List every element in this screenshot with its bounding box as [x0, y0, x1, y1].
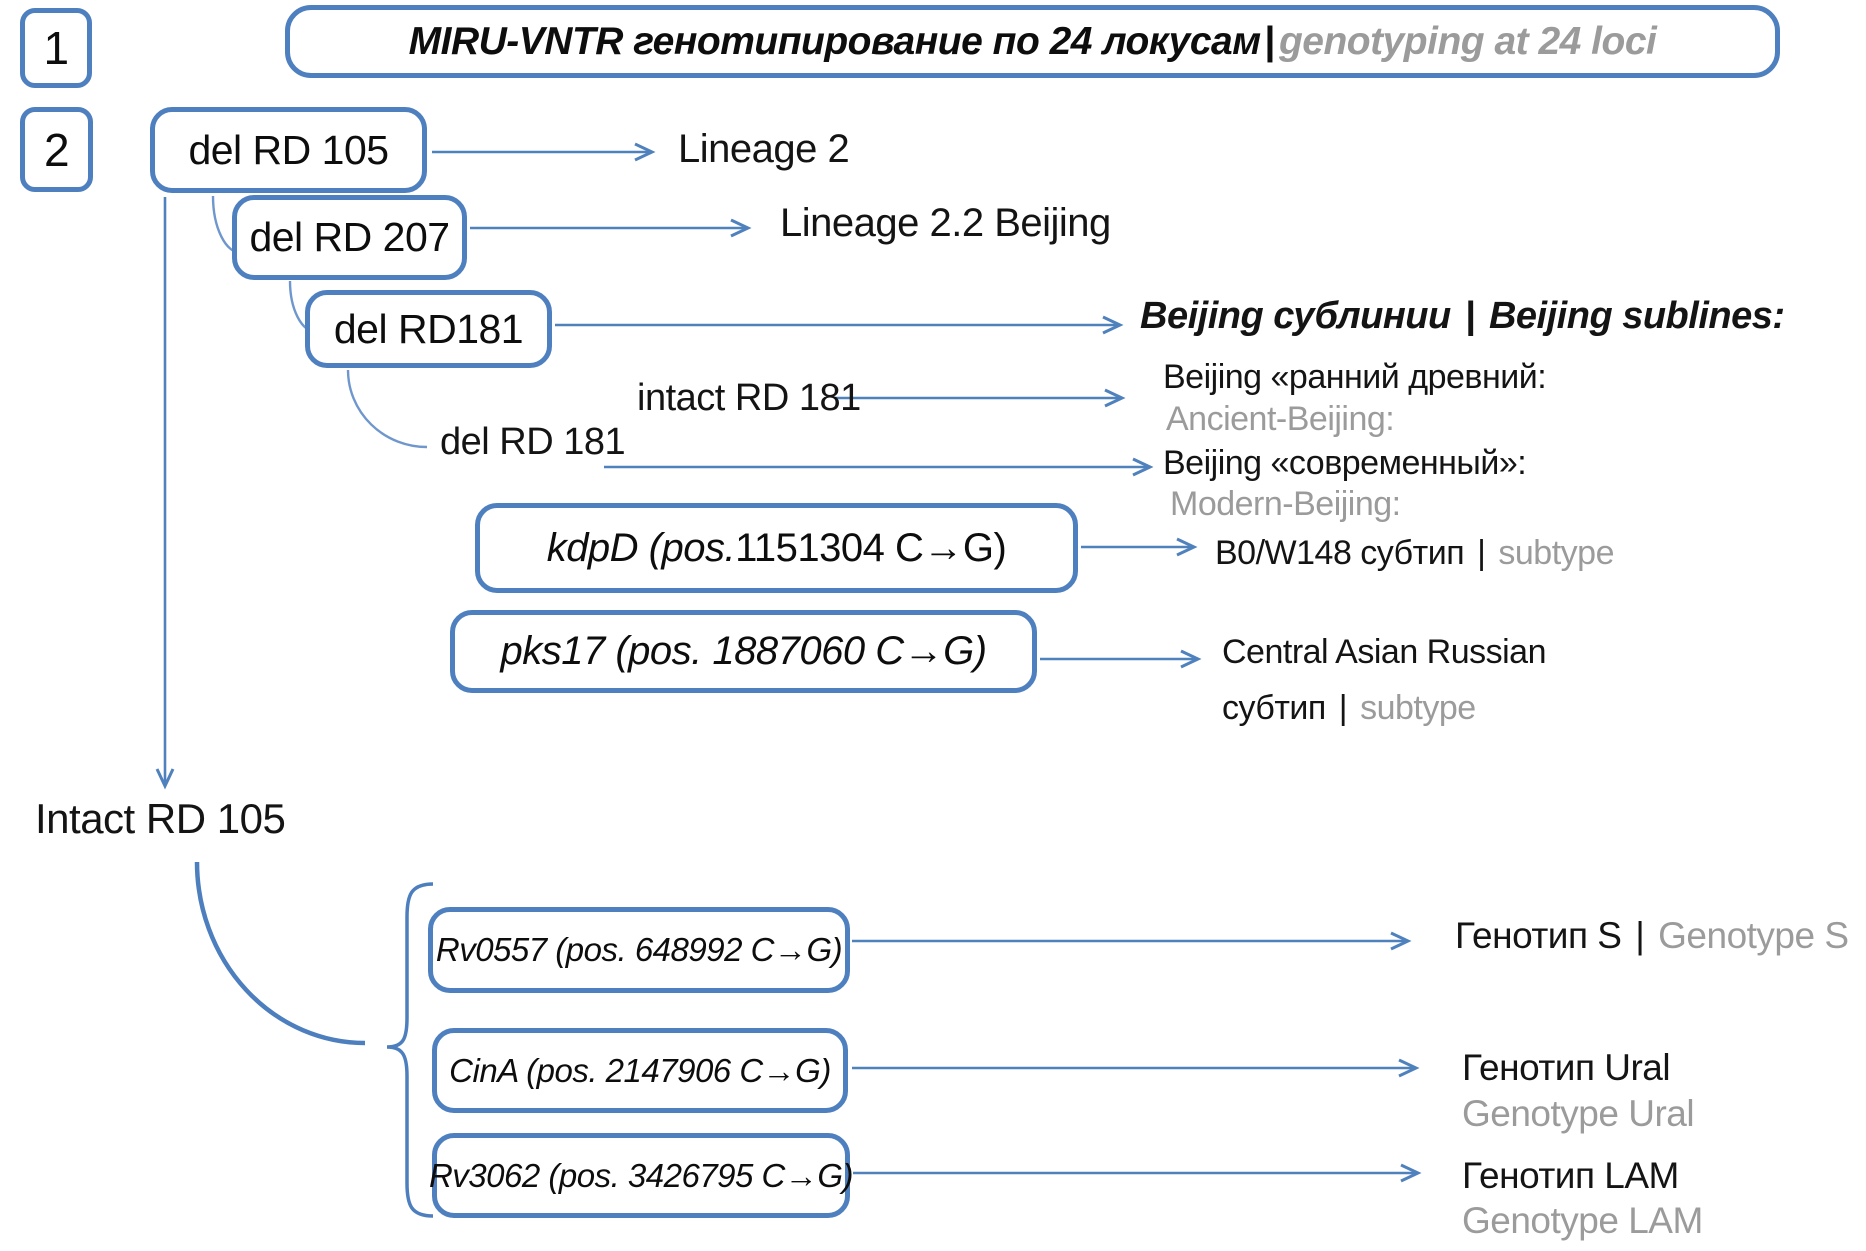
node-del-rd105: del RD 105: [150, 107, 427, 193]
title-ru: MIRU-VNTR генотипирование по 24 локусам: [408, 19, 1261, 63]
result-genotype-lam-ru: Генотип LAM: [1462, 1155, 1679, 1196]
node-kdpd-position: 1151304 C→G): [735, 525, 1007, 570]
step-2-number: 2: [43, 123, 70, 176]
step-2-badge: 2: [20, 107, 93, 192]
b0-w148-ru: B0/W148 субтип: [1215, 534, 1465, 572]
node-del-rd181-label: del RD181: [333, 305, 524, 352]
result-central-asian-russian: Central Asian Russian: [1222, 633, 1547, 671]
connector-intact-rd105-arc: [194, 861, 366, 1046]
connector-rd181-delrd181: [346, 369, 428, 449]
step-1-badge: 1: [20, 8, 92, 88]
node-rv0557-label: Rv0557 (pos. 648992 C→G): [435, 931, 843, 968]
result-beijing-sublines: Beijing сублинии | Beijing sublines:: [1140, 295, 1785, 337]
result-modern-beijing-en: Modern-Beijing:: [1170, 485, 1401, 523]
result-b0-w148-subtype: B0/W148 субтип | subtype: [1215, 535, 1614, 572]
beijing-sublines-en: Beijing sublines:: [1488, 295, 1785, 337]
genotype-s-en: Genotype S: [1658, 915, 1849, 956]
title-separator: |: [1264, 19, 1276, 63]
node-intact-rd105: Intact RD 105: [35, 795, 286, 842]
result-lineage2: Lineage 2: [678, 127, 850, 171]
gene-group-brace: [386, 882, 434, 1218]
b0-w148-separator: |: [1477, 534, 1486, 572]
genotype-s-ru: Генотип S: [1455, 915, 1622, 956]
result-ancient-beijing-en: Ancient-Beijing:: [1166, 400, 1395, 438]
result-genotype-ural-en: Genotype Ural: [1462, 1093, 1695, 1134]
title-en: genotyping at 24 loci: [1278, 19, 1657, 63]
b0-w148-en: subtype: [1498, 534, 1614, 572]
result-central-asian-subtype: субтип | subtype: [1222, 690, 1476, 727]
node-kdpd: kdpD (pos. 1151304 C→G): [475, 503, 1078, 593]
beijing-sublines-ru: Beijing сублинии: [1140, 295, 1451, 337]
genotype-s-separator: |: [1635, 915, 1645, 956]
node-pks17-label: pks17 (pos. 1887060 C→G): [500, 629, 987, 673]
node-del-rd207: del RD 207: [232, 195, 467, 280]
node-cina-label: CinA (pos. 2147906 C→G): [449, 1051, 831, 1089]
result-genotype-lam-en: Genotype LAM: [1462, 1200, 1703, 1241]
result-genotype-s: Генотип S | Genotype S: [1455, 916, 1849, 956]
node-kdpd-gene: kdpD (pos.: [546, 525, 736, 570]
step-1-number: 1: [43, 22, 69, 74]
node-cina: CinA (pos. 2147906 C→G): [432, 1028, 848, 1113]
node-pks17: pks17 (pos. 1887060 C→G): [450, 610, 1037, 693]
result-lineage22-beijing: Lineage 2.2 Beijing: [780, 201, 1111, 245]
node-del-rd105-label: del RD 105: [188, 126, 389, 173]
beijing-sublines-separator: |: [1464, 295, 1476, 337]
node-intact-rd181: intact RD 181: [637, 377, 861, 419]
node-rv3062: Rv3062 (pos. 3426795 C→G): [428, 1133, 854, 1218]
node-del-rd181-text: del RD 181: [440, 421, 626, 463]
central-asian-en: subtype: [1360, 689, 1476, 727]
result-genotype-ural-ru: Генотип Ural: [1462, 1047, 1671, 1088]
result-ancient-beijing-ru: Beijing «ранний древний:: [1163, 358, 1547, 396]
node-rv3062-label: Rv3062 (pos. 3426795 C→G): [428, 1156, 854, 1194]
node-rv0557: Rv0557 (pos. 648992 C→G): [428, 907, 850, 993]
central-asian-separator: |: [1338, 689, 1348, 727]
node-del-rd181: del RD181: [305, 290, 552, 368]
node-del-rd207-label: del RD 207: [249, 214, 450, 260]
result-modern-beijing-ru: Beijing «современный»:: [1163, 444, 1527, 482]
title-box: MIRU-VNTR генотипирование по 24 локусам …: [285, 5, 1780, 78]
central-asian-ru: субтип: [1222, 689, 1326, 727]
